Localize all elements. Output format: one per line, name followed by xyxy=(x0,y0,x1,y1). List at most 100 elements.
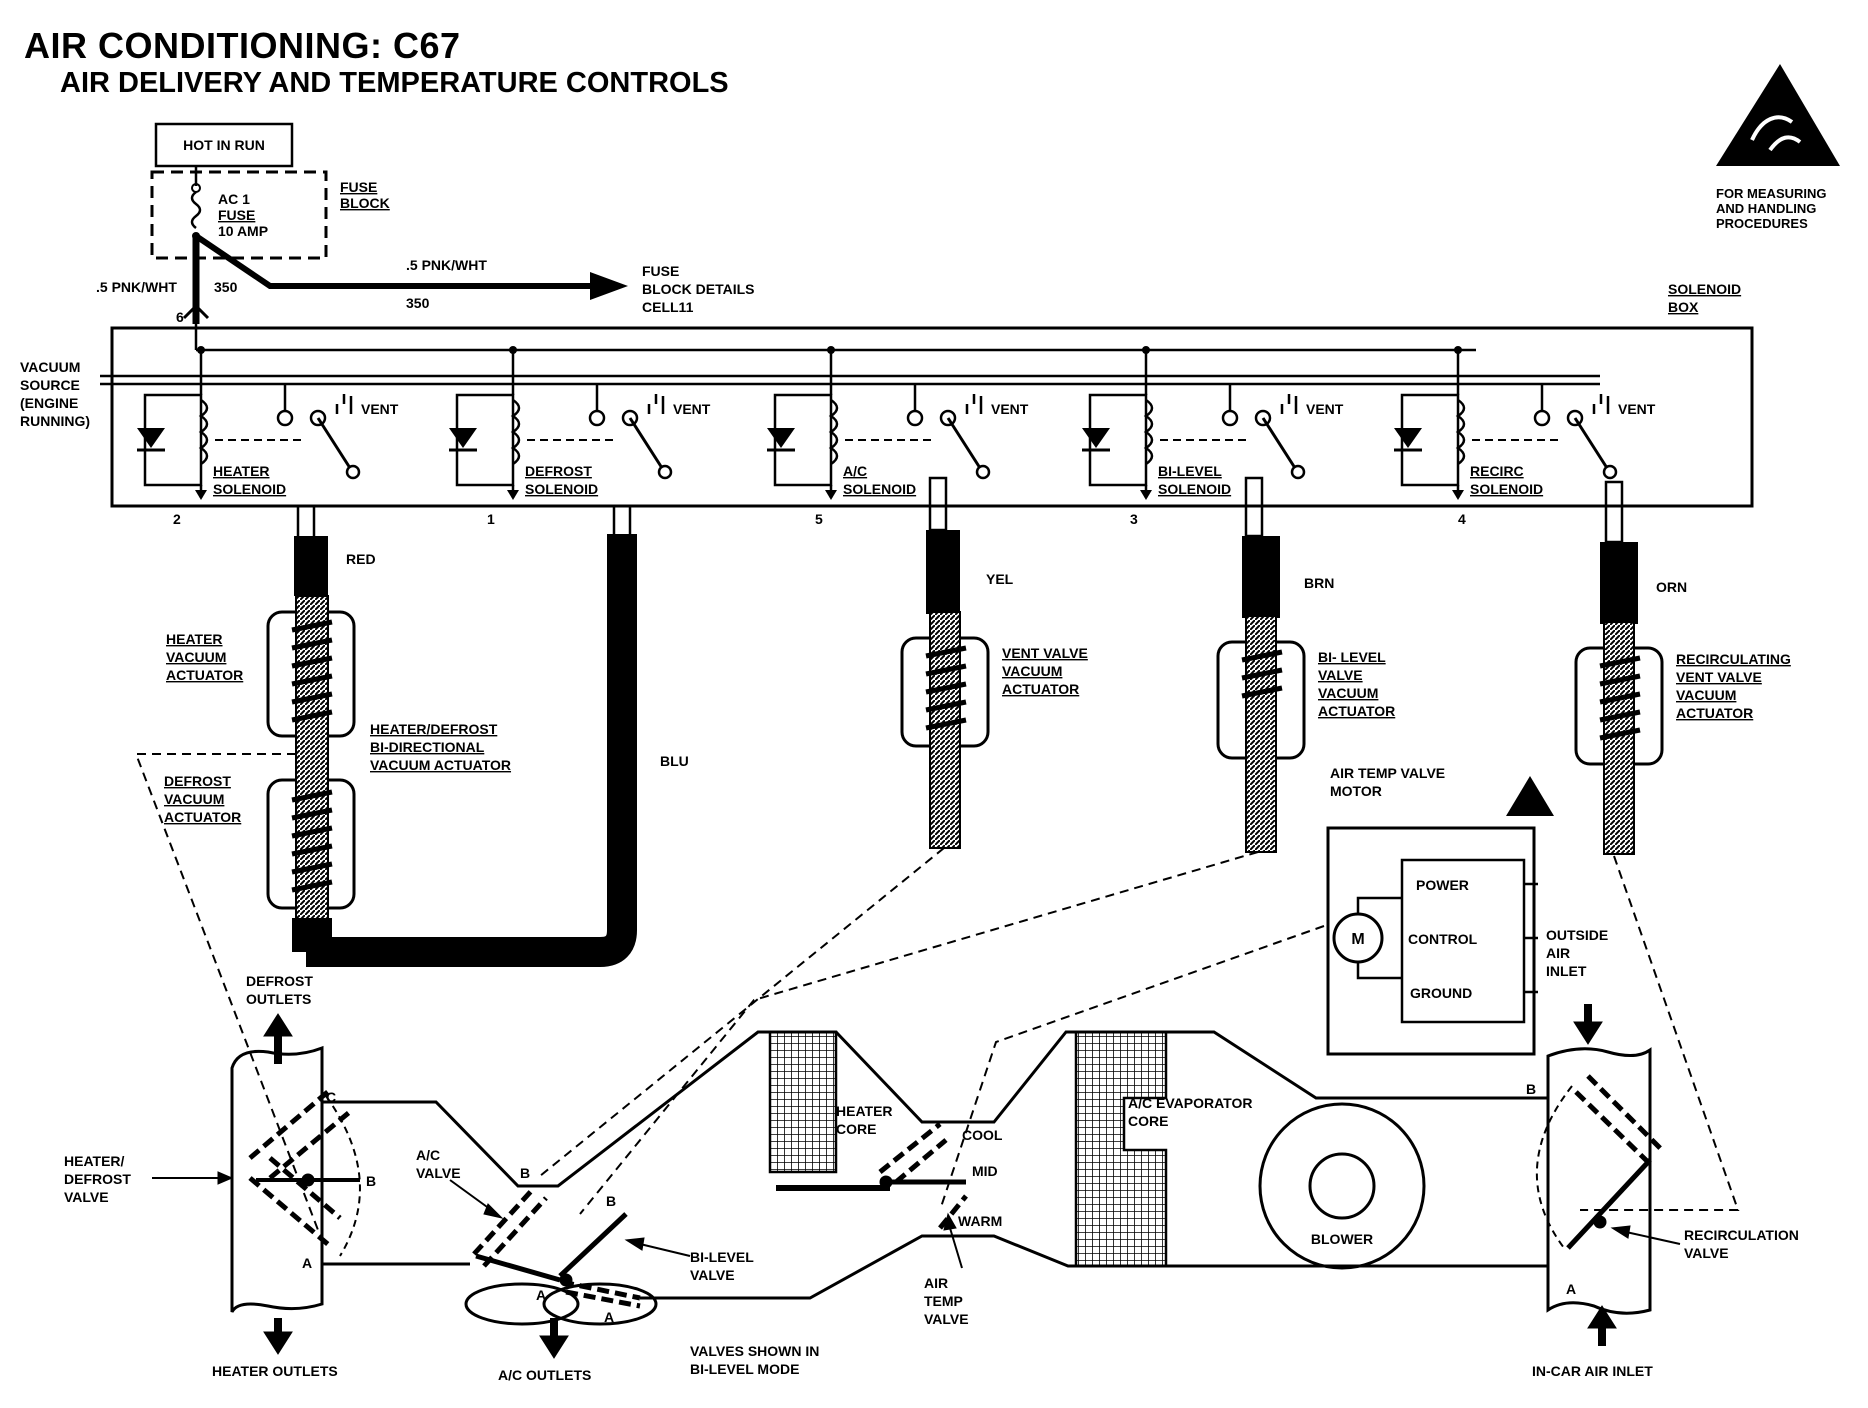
motor-power: POWER xyxy=(1416,877,1469,893)
solenoid-name-2: SOLENOID xyxy=(843,481,916,497)
evaporator-1: A/C EVAPORATOR xyxy=(1128,1095,1252,1111)
esd-small-icon xyxy=(1506,776,1554,816)
arrow-up-icon xyxy=(1587,1305,1617,1329)
duct-valves xyxy=(248,1074,1664,1309)
air-temp-valve-2: TEMP xyxy=(924,1293,963,1309)
vacuum-source-4: RUNNING) xyxy=(20,413,90,429)
recirc-actuator-2: VENT VALVE xyxy=(1676,669,1762,685)
bilevel-valve-1: BI-LEVEL xyxy=(690,1249,754,1265)
bilevel-actuator-2: VALVE xyxy=(1318,667,1363,683)
cool-label: COOL xyxy=(962,1127,1003,1143)
warm-label: WARM xyxy=(958,1213,1002,1229)
arrow-down-icon xyxy=(263,1331,293,1355)
vacuum-source-3: (ENGINE xyxy=(20,395,78,411)
diode-icon xyxy=(449,428,477,448)
spring-icon xyxy=(291,619,333,723)
vent-label: VENT xyxy=(673,401,711,417)
hose-orn-label: ORN xyxy=(1656,579,1687,595)
bilevel-actuator-4: ACTUATOR xyxy=(1318,703,1395,719)
solenoid-name-2: SOLENOID xyxy=(1158,481,1231,497)
hose-red-label: RED xyxy=(346,551,376,567)
solenoid-name-1: A/C xyxy=(843,463,867,479)
bilevel-valve-2: VALVE xyxy=(690,1267,735,1283)
hot-in-run-label: HOT IN RUN xyxy=(183,137,265,153)
wire-left-label: .5 PNK/WHT xyxy=(96,279,177,295)
bilevel-actuator-1: BI- LEVEL xyxy=(1318,649,1386,665)
solenoid-unit-defrost: VENT DEFROST SOLENOID 1 xyxy=(449,346,711,527)
connector-icon xyxy=(182,303,210,320)
solenoid-name-1: RECIRC xyxy=(1470,463,1524,479)
bidir-actuator-2: BI-DIRECTIONAL xyxy=(370,739,485,755)
defrost-actuator-3: ACTUATOR xyxy=(164,809,241,825)
diode-icon xyxy=(1394,428,1422,448)
vent-label: VENT xyxy=(1306,401,1344,417)
heater-defrost-actuator: HEATER VACUUM ACTUATOR HEATER/DEFROST BI… xyxy=(164,595,511,952)
heater-actuator-2: VACUUM xyxy=(166,649,226,665)
arrow-right-icon xyxy=(590,272,628,300)
defrost-outlets-1: DEFROST xyxy=(246,973,313,989)
valves-shown-1: VALVES SHOWN IN xyxy=(690,1343,819,1359)
solenoid-box-label-1: SOLENOID xyxy=(1668,281,1741,297)
solenoid-name-1: DEFROST xyxy=(525,463,592,479)
coil-icon xyxy=(1455,398,1466,466)
pos-b: B xyxy=(1526,1081,1536,1097)
ac-valve-1: A/C xyxy=(416,1147,440,1163)
power-feed: HOT IN RUN AC 1 FUSE 10 AMP FUSE BLOCK 6… xyxy=(96,122,755,325)
pos-b: B xyxy=(366,1173,376,1189)
solenoid-name-2: SOLENOID xyxy=(213,481,286,497)
pos-a: A xyxy=(302,1255,312,1271)
fuse-label-3: 10 AMP xyxy=(218,223,268,239)
flow-arrows xyxy=(152,1004,1681,1359)
recirc-actuator-1: RECIRCULATING xyxy=(1676,651,1791,667)
air-temp-valve-3: VALVE xyxy=(924,1311,969,1327)
pos-b: B xyxy=(606,1193,616,1209)
hose-blu-label: BLU xyxy=(660,753,689,769)
solenoid-unit-recirc: VENT RECIRC SOLENOID 4 xyxy=(1394,346,1656,527)
defrost-actuator-2: VACUUM xyxy=(164,791,224,807)
esd-warning-icon xyxy=(1716,64,1840,166)
evaporator-core: A/C EVAPORATOR CORE xyxy=(1074,1030,1252,1268)
coil-icon xyxy=(198,398,209,466)
vent-actuator-3: ACTUATOR xyxy=(1002,681,1079,697)
arrow-down-icon xyxy=(539,1335,569,1359)
motor-control: CONTROL xyxy=(1408,931,1478,947)
vent-label: VENT xyxy=(991,401,1029,417)
bilevel-actuator-3: VACUUM xyxy=(1318,685,1378,701)
solenoid-pin: 4 xyxy=(1458,511,1466,527)
heater-core: HEATER CORE xyxy=(768,1030,893,1174)
wire-right-label: .5 PNK/WHT xyxy=(406,257,487,273)
defrost-outlets-2: OUTLETS xyxy=(246,991,311,1007)
solenoid-pin: 1 xyxy=(487,511,495,527)
pos-c: C xyxy=(326,1089,336,1105)
blower: BLOWER xyxy=(1258,1102,1426,1270)
outside-air-2: AIR xyxy=(1546,945,1570,961)
hd-valve-3: VALVE xyxy=(64,1189,109,1205)
heater-actuator-1: HEATER xyxy=(166,631,223,647)
fuse-block-label-2: BLOCK xyxy=(340,195,390,211)
motor-ground: GROUND xyxy=(1410,985,1472,1001)
diode-icon xyxy=(137,428,165,448)
coil-icon xyxy=(828,398,839,466)
diagram-title: AIR CONDITIONING: C67 xyxy=(24,25,461,66)
solenoid-name-2: SOLENOID xyxy=(525,481,598,497)
solenoid-pin: 3 xyxy=(1130,511,1138,527)
recirc-valve-1: RECIRCULATION xyxy=(1684,1227,1799,1243)
pos-a: A xyxy=(1566,1281,1576,1297)
pos-b: B xyxy=(520,1165,530,1181)
diode-icon xyxy=(767,428,795,448)
bidir-actuator-3: VACUUM ACTUATOR xyxy=(370,757,511,773)
vent-valve-actuator: VENT VALVE VACUUM ACTUATOR xyxy=(900,611,1088,849)
vent-actuator-2: VACUUM xyxy=(1002,663,1062,679)
bilevel-valve-actuator: BI- LEVEL VALVE VACUUM ACTUATOR xyxy=(1216,615,1395,853)
vacuum-source-1: VACUUM xyxy=(20,359,80,375)
fuse-icon xyxy=(190,191,202,229)
heater-actuator-3: ACTUATOR xyxy=(166,667,243,683)
evaporator-2: CORE xyxy=(1128,1113,1168,1129)
air-temp-valve-1: AIR xyxy=(924,1275,948,1291)
heater-core-1: HEATER xyxy=(836,1103,893,1119)
vent-label: VENT xyxy=(1618,401,1656,417)
coil-icon xyxy=(1143,398,1154,466)
hose-yel-label: YEL xyxy=(986,571,1014,587)
vent-label: VENT xyxy=(361,401,399,417)
